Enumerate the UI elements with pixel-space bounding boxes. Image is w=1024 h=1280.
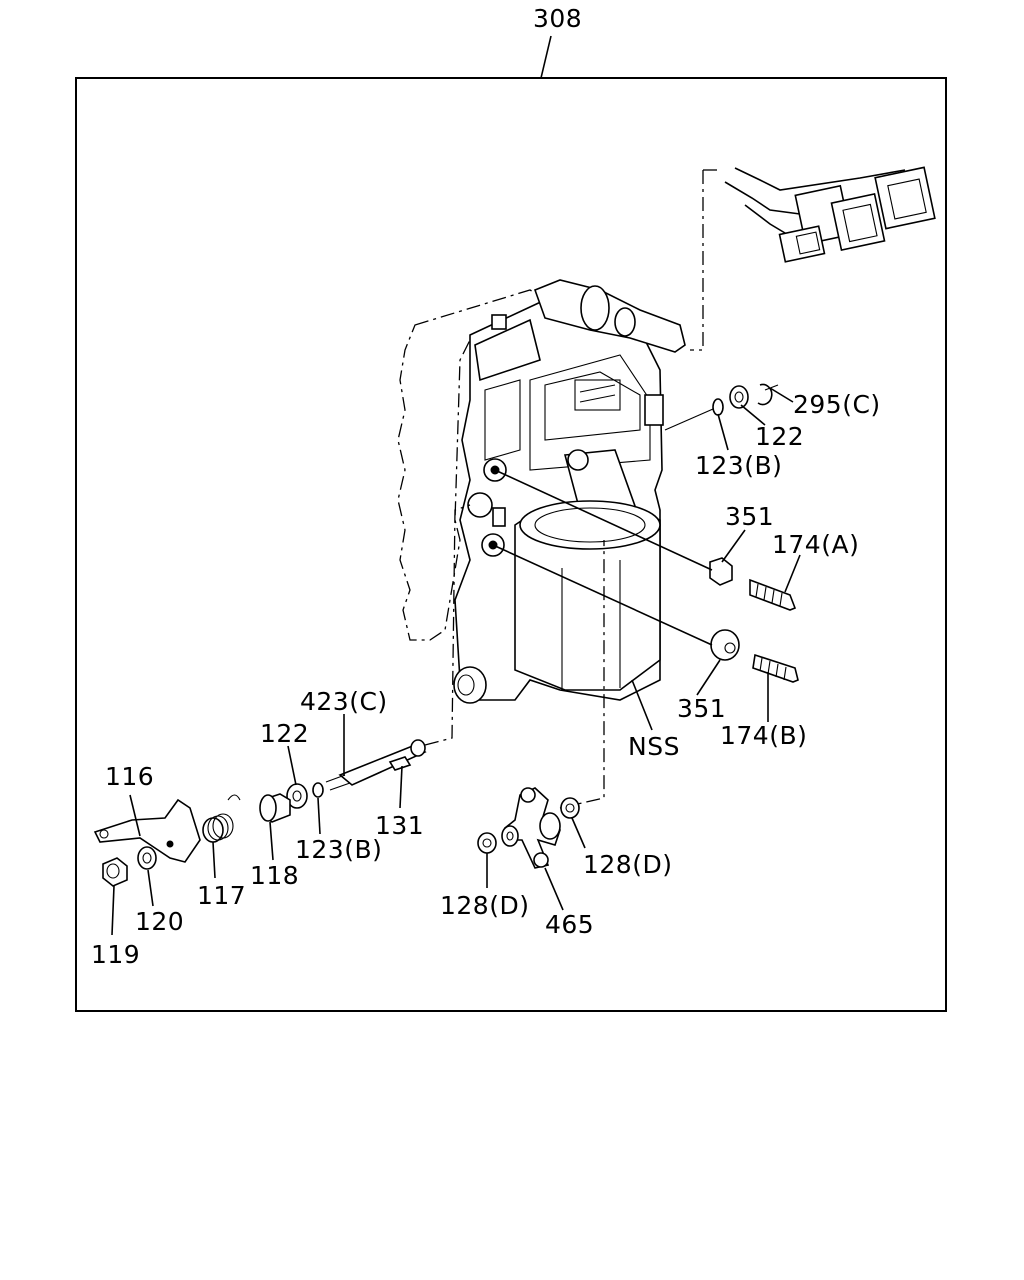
label-295c: 295(C) xyxy=(793,390,881,419)
diagram-frame xyxy=(75,77,947,1012)
shaft-423c xyxy=(325,504,471,791)
label-117: 117 xyxy=(197,881,246,910)
gasket xyxy=(397,289,549,641)
wiring-harness-connector xyxy=(690,166,936,351)
label-123b-lower: 123(B) xyxy=(295,835,382,864)
label-128d-left: 128(D) xyxy=(440,891,529,920)
pin-131 xyxy=(388,756,412,771)
label-174a: 174(A) xyxy=(772,530,859,559)
washer-122-lower xyxy=(286,783,308,809)
washer-120 xyxy=(137,846,157,870)
label-351-lower: 351 xyxy=(677,694,726,723)
label-131: 131 xyxy=(375,811,424,840)
spring-117 xyxy=(202,794,241,843)
injection-pump-housing xyxy=(453,279,686,704)
label-174b: 174(B) xyxy=(720,721,807,750)
assembly-number: 308 xyxy=(533,4,582,33)
washer-123b-lower xyxy=(312,782,324,798)
lever-116 xyxy=(93,798,201,863)
leader-lines xyxy=(111,387,801,936)
label-465: 465 xyxy=(545,910,594,939)
nut-119 xyxy=(102,857,128,887)
label-122-lower: 122 xyxy=(260,719,309,748)
bushing-118 xyxy=(259,793,291,823)
assembly-leader-line xyxy=(540,35,552,79)
bolt-174b xyxy=(752,653,799,683)
nut-351-lower xyxy=(492,544,740,661)
label-122-upper: 122 xyxy=(755,422,804,451)
label-118: 118 xyxy=(250,861,299,890)
label-128d-right: 128(D) xyxy=(583,850,672,879)
washer-122-upper xyxy=(729,385,749,409)
clip-295c xyxy=(757,383,779,406)
label-116: 116 xyxy=(105,762,154,791)
washer-128d-right xyxy=(560,797,580,819)
label-123b-upper: 123(B) xyxy=(695,451,782,480)
label-351-upper: 351 xyxy=(725,502,774,531)
label-nss: NSS xyxy=(628,732,680,761)
bolt-174a xyxy=(749,578,797,611)
washer-128d-left xyxy=(477,832,497,854)
label-423c: 423(C) xyxy=(300,687,388,716)
washer-123b-upper xyxy=(664,398,724,431)
label-120: 120 xyxy=(135,907,184,936)
label-119: 119 xyxy=(91,940,140,969)
lever-465 xyxy=(501,540,605,869)
nut-351-upper xyxy=(494,469,733,586)
